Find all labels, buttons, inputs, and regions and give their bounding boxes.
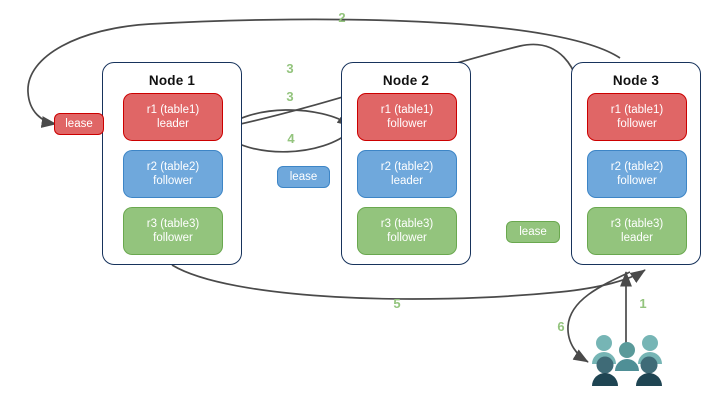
replica-n2r3[interactable]: r3 (table3) follower — [357, 207, 457, 255]
people-group-icon — [592, 335, 662, 386]
step-label-6: 6 — [557, 319, 565, 334]
lease-badge-r1[interactable]: lease — [54, 113, 104, 135]
replica-name: r1 (table1) — [380, 104, 434, 116]
replica-role: leader — [391, 175, 423, 187]
replica-role: follower — [153, 232, 193, 244]
replica-role: follower — [387, 118, 427, 130]
replica-n1r1[interactable]: r1 (table1) leader — [123, 93, 223, 141]
replica-name: r2 (table2) — [380, 161, 434, 173]
node-box-node1[interactable]: Node 1 r1 (table1) leader r2 (table2) fo… — [102, 62, 242, 265]
arrow-step-5 — [171, 264, 646, 300]
replica-n1r2[interactable]: r2 (table2) follower — [123, 150, 223, 198]
replica-role: leader — [621, 232, 653, 244]
replica-name: r3 (table3) — [146, 218, 200, 230]
replica-name: r2 (table2) — [146, 161, 200, 173]
replica-n3r2[interactable]: r2 (table2) follower — [587, 150, 687, 198]
replica-role: follower — [617, 175, 657, 187]
replica-name: r2 (table2) — [610, 161, 664, 173]
step-label-3a: 3 — [286, 61, 294, 76]
replica-name: r1 (table1) — [610, 104, 664, 116]
replica-n2r2[interactable]: r2 (table2) leader — [357, 150, 457, 198]
lease-badge-r2[interactable]: lease — [277, 166, 330, 188]
replica-role: follower — [153, 175, 193, 187]
replica-n1r3[interactable]: r3 (table3) follower — [123, 207, 223, 255]
step-label-4: 4 — [287, 131, 295, 146]
replica-n3r3[interactable]: r3 (table3) leader — [587, 207, 687, 255]
step-label-3b: 3 — [286, 89, 294, 104]
node-title: Node 2 — [382, 73, 430, 88]
replica-role: follower — [617, 118, 657, 130]
replica-role: follower — [387, 232, 427, 244]
step-label-2: 2 — [338, 10, 346, 25]
step-label-1: 1 — [639, 296, 647, 311]
replica-name: r1 (table1) — [146, 104, 200, 116]
node-title: Node 3 — [612, 73, 660, 88]
replica-n3r1[interactable]: r1 (table1) follower — [587, 93, 687, 141]
arrow-step-6 — [567, 271, 631, 363]
replica-n2r1[interactable]: r1 (table1) follower — [357, 93, 457, 141]
replica-name: r3 (table3) — [610, 218, 664, 230]
lease-badge-r3[interactable]: lease — [506, 221, 560, 243]
replica-name: r3 (table3) — [380, 218, 434, 230]
node-title: Node 1 — [148, 73, 196, 88]
arrow-step-2 — [27, 18, 621, 128]
replica-role: leader — [157, 118, 189, 130]
node-box-node2[interactable]: Node 2 r1 (table1) follower r2 (table2) … — [341, 62, 471, 265]
node-box-node3[interactable]: Node 3 r1 (table1) follower r2 (table2) … — [571, 62, 701, 265]
step-label-5: 5 — [393, 296, 401, 311]
